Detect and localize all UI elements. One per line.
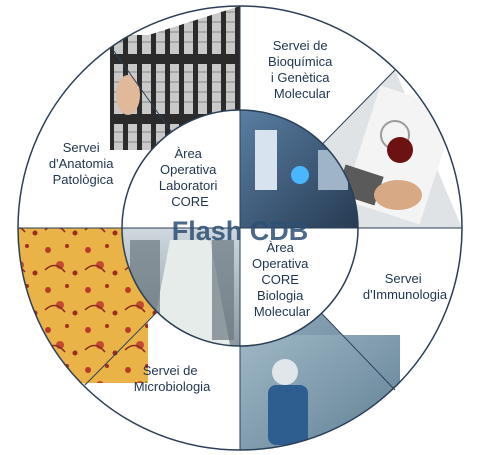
label-microbiologia-line: Servei de <box>143 363 198 378</box>
label-bioquimica-line: i Genètica <box>271 70 330 85</box>
label-biologia-line: Molecular <box>254 304 311 319</box>
label-laboratori-line: CORE <box>171 194 209 209</box>
outer-circle <box>17 5 463 451</box>
label-bioquimica: Servei de Bioquímica i Genètica Molecula… <box>268 38 336 101</box>
label-immunologia-line: d'Immunologia <box>363 287 448 302</box>
label-anatomia: Servei d'Anatomia Patològica <box>49 140 117 187</box>
label-microbiologia-line: Microbiologia <box>134 379 211 394</box>
label-bioquimica-line: Bioquímica <box>268 54 333 69</box>
label-biologia-core: Àrea Operativa CORE Biologia Molecular <box>252 240 312 319</box>
label-biologia-line: Àrea <box>266 240 294 255</box>
label-biologia-line: Biologia <box>257 288 304 303</box>
label-anatomia-line: d'Anatomia <box>49 156 114 171</box>
label-biologia-line: CORE <box>261 272 299 287</box>
label-microbiologia: Servei de Microbiologia <box>134 363 211 394</box>
label-immunologia-line: Servei <box>385 271 422 286</box>
label-bioquimica-line: Servei de <box>273 38 328 53</box>
label-biologia-line: Operativa <box>252 256 309 271</box>
label-laboratori-line: Operativa <box>160 162 217 177</box>
label-bioquimica-line: Molecular <box>274 86 331 101</box>
label-laboratori-core: Àrea Operativa Laboratori CORE <box>159 146 221 209</box>
brand-title: Flash CDB <box>172 216 309 246</box>
lab-corridor-photo <box>122 228 240 346</box>
label-immunologia: Servei d'Immunologia <box>363 271 448 302</box>
label-laboratori-line: Àrea <box>174 146 202 161</box>
label-anatomia-line: Patològica <box>53 172 114 187</box>
inner-circle-border <box>121 109 359 347</box>
label-anatomia-line: Servei <box>63 140 100 155</box>
label-laboratori-line: Laboratori <box>159 178 218 193</box>
